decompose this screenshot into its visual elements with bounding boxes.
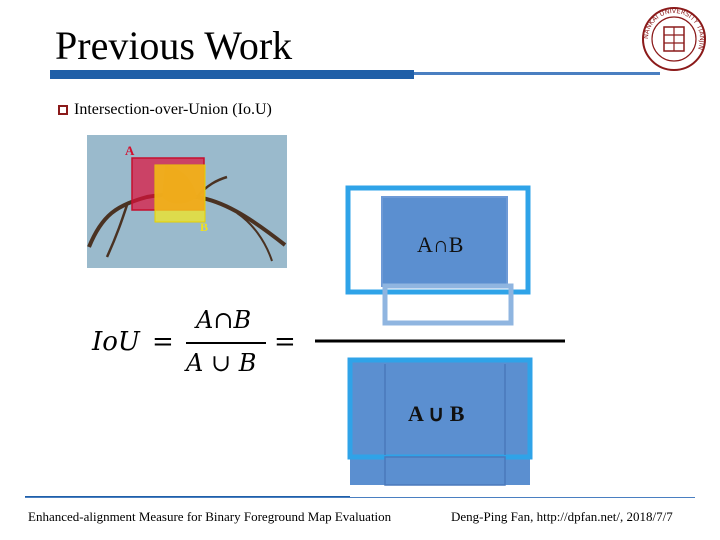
union-label: A ∪ B <box>408 401 465 426</box>
slide-title: Previous Work <box>55 23 293 68</box>
label-b: B <box>200 220 208 234</box>
intersection-fill <box>381 196 508 287</box>
bullet-item: Intersection-over-Union (Io.U) <box>58 101 272 119</box>
bullet-text: Intersection-over-Union (Io.U) <box>74 101 272 118</box>
title-underline-thin <box>414 72 660 75</box>
footer-paper-title: Enhanced-alignment Measure for Binary Fo… <box>28 509 392 524</box>
footer-author-info: Deng-Ping Fan, http://dpfan.net/, 2018/7… <box>451 509 673 524</box>
intersection-lower-box <box>382 283 514 326</box>
formula-lhs: IoU <box>91 327 141 357</box>
union-lower-box <box>384 456 506 486</box>
formula-numerator: A∩B <box>194 306 251 334</box>
intersection-outer-box <box>345 185 531 295</box>
intersection-label: A∩B <box>417 232 463 257</box>
title-underline <box>50 70 414 79</box>
iou-formula: IoU = A∩B A ∪ B = <box>91 306 296 377</box>
box-overlap <box>155 165 204 210</box>
iou-diagram: A∩B A ∪ B <box>315 185 565 486</box>
formula-trailing-equals: = <box>274 327 296 357</box>
university-seal-logo: NANKAI UNIVERSITY TIANJIN <box>642 7 706 71</box>
label-a: A <box>125 143 135 158</box>
footer-divider <box>25 497 695 498</box>
branch-photo: A B <box>87 135 287 268</box>
formula-denominator: A ∪ B <box>184 349 256 377</box>
bullet-square-icon <box>58 105 68 115</box>
formula-equals: = <box>152 327 174 357</box>
